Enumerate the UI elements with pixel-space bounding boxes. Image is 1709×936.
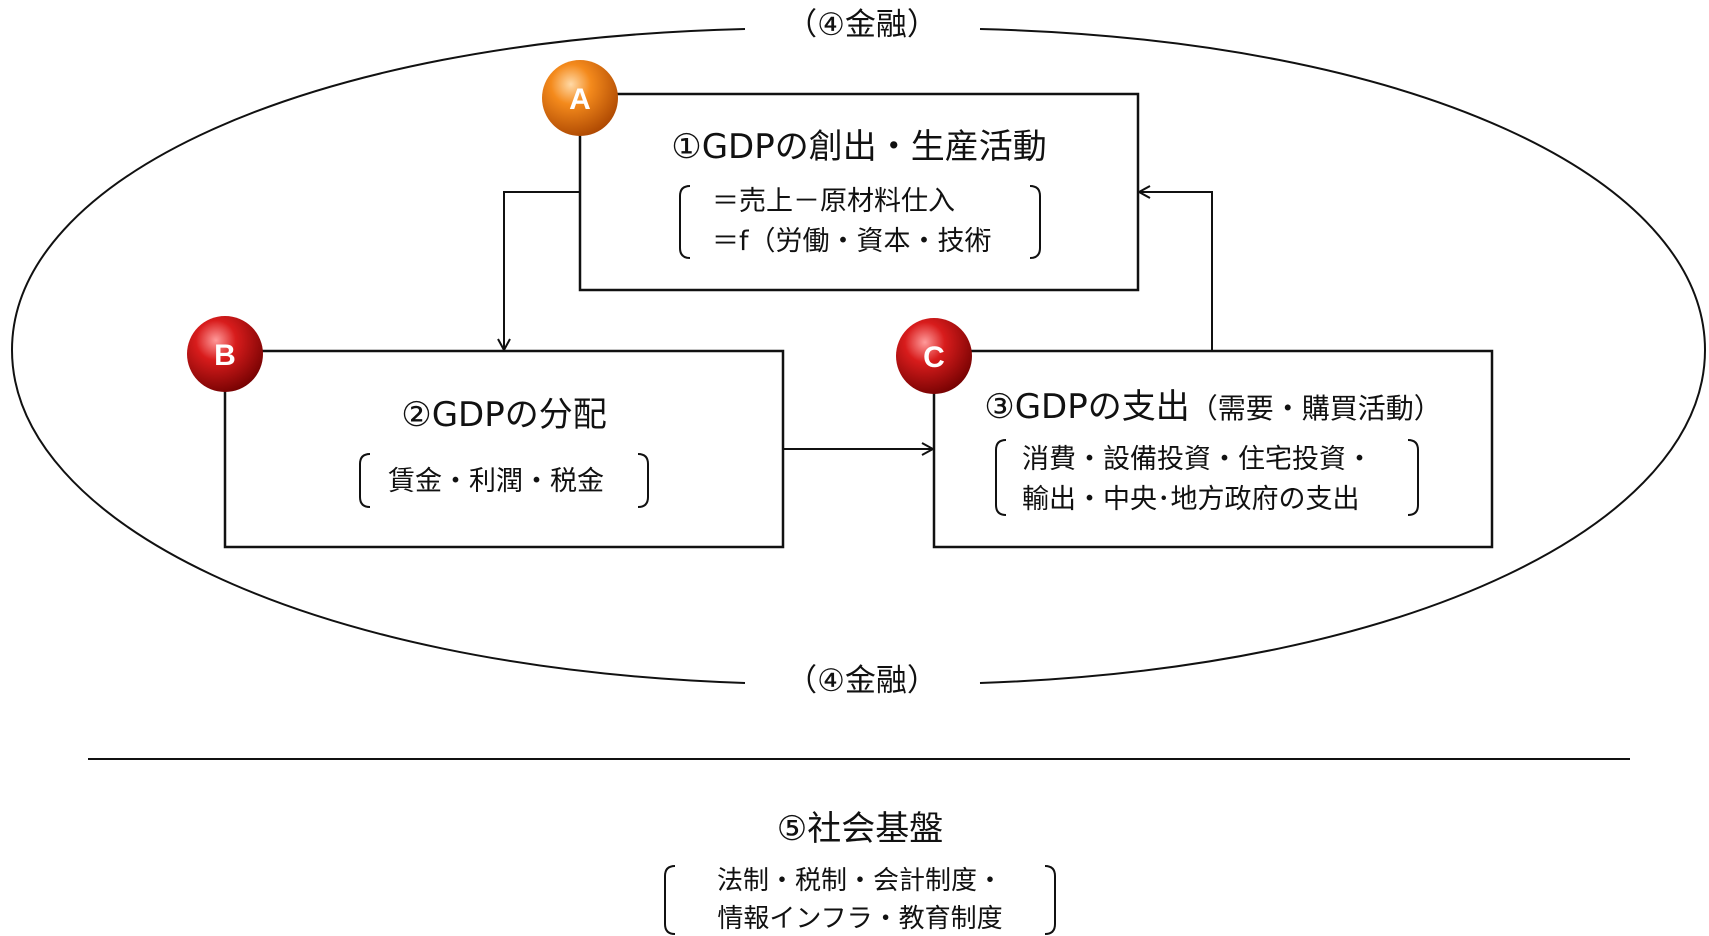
badge-b: B <box>187 316 263 392</box>
bracket-left <box>664 865 676 935</box>
gdp-creation-line-1: ＝売上－原材料仕入 <box>712 186 955 217</box>
finance-ellipse <box>10 28 746 684</box>
bracket-left <box>679 185 691 259</box>
badge-a: A <box>542 60 618 136</box>
bracket-right <box>1029 185 1041 259</box>
gdp-distribution-title: ②GDPの分配 <box>401 395 607 435</box>
social-base-line-1: 法制・税制・会計制度・ <box>716 866 1003 896</box>
gdp-expenditure-line-2: 輸出・中央･地方政府の支出 <box>1022 484 1360 515</box>
gdp-creation-line-2: ＝f（労働・資本・技術 <box>712 226 992 257</box>
gdp-creation-title: ①GDPの創出・生産活動 <box>671 127 1047 167</box>
finance-label-top: （④金融） <box>786 7 938 43</box>
bracket-left <box>359 453 371 508</box>
bracket-right <box>1044 865 1056 935</box>
svg-text:A: A <box>569 83 591 116</box>
gdp-expenditure-title-row: ③GDPの支出（需要・購買活動） <box>934 390 1492 424</box>
svg-text:C: C <box>923 341 945 374</box>
social-base-title: ⑤社会基盤 <box>776 809 944 849</box>
finance-label-bottom: （④金融） <box>786 663 938 699</box>
gdp-distribution-line-1: 賃金・利潤・税金 <box>388 466 604 497</box>
social-base-line-2: 情報インフラ・教育制度 <box>717 904 1003 934</box>
bracket-right <box>637 453 649 508</box>
arrow-creation-to-distribution <box>504 191 580 350</box>
bracket-right <box>1407 439 1419 516</box>
arrow-expenditure-to-creation <box>1139 192 1213 351</box>
gdp-expenditure-line-1: 消費・設備投資・住宅投資・ <box>1022 444 1373 475</box>
gdp-expenditure-title-suffix: （需要・購買活動） <box>1189 392 1442 425</box>
svg-text:B: B <box>214 339 236 372</box>
gdp-distribution-box <box>223 349 785 549</box>
gdp-expenditure-title: ③GDPの支出 <box>984 387 1190 427</box>
badge-c: C <box>896 318 972 394</box>
bracket-left <box>995 439 1007 516</box>
finance-ellipse-right <box>979 28 1707 684</box>
